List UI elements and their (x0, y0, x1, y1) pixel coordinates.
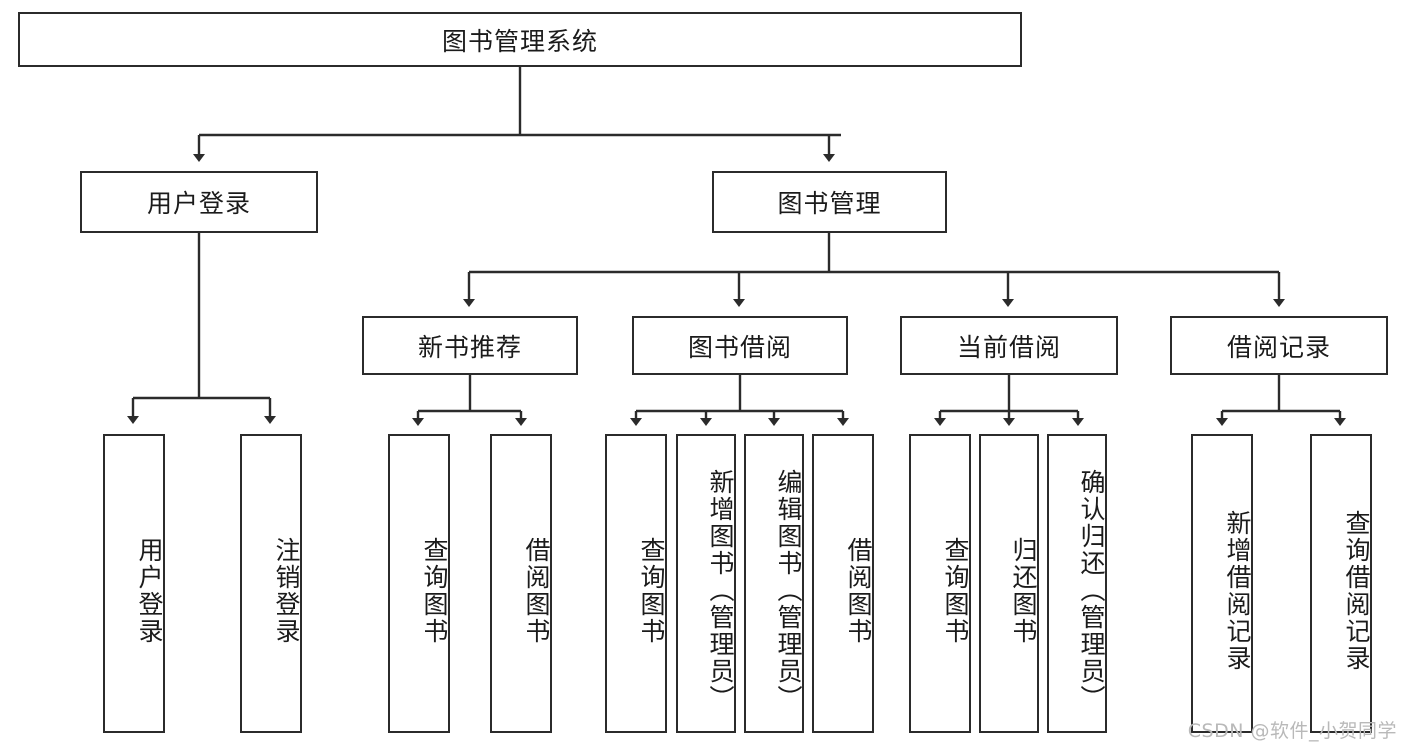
node-label: 查询图书 (941, 536, 970, 645)
node-label: 注销登录 (272, 536, 301, 645)
leaf-record-query[interactable]: 查询借阅记录 (1310, 434, 1372, 733)
node-book-management[interactable]: 图书管理 (712, 171, 947, 233)
node-label: 借阅记录 (1226, 332, 1331, 362)
leaf-current-confirm-return[interactable]: 确认归还（管理员） (1047, 434, 1107, 733)
node-label: 图书管理 (777, 189, 882, 218)
node-label: 新书推荐 (417, 332, 522, 362)
node-label: 确认归还（管理员） (1077, 469, 1106, 712)
node-new-book-recommend[interactable]: 新书推荐 (362, 316, 578, 375)
node-label: 图书借阅 (687, 332, 792, 362)
node-borrow-record[interactable]: 借阅记录 (1170, 316, 1388, 375)
node-label: 用户登录 (146, 189, 251, 218)
node-label: 新增借阅记录 (1223, 509, 1252, 672)
node-label: 编辑图书（管理员） (774, 469, 803, 712)
node-label: 当前借阅 (956, 332, 1061, 362)
node-root-system[interactable]: 图书管理系统 (18, 12, 1022, 67)
leaf-borrow-query-book[interactable]: 查询图书 (605, 434, 667, 733)
node-label: 用户登录 (135, 536, 164, 645)
leaf-borrow-add-book[interactable]: 新增图书（管理员） (676, 434, 736, 733)
leaf-new-book-query[interactable]: 查询图书 (388, 434, 450, 733)
leaf-user-login[interactable]: 用户登录 (103, 434, 165, 733)
leaf-current-return-book[interactable]: 归还图书 (979, 434, 1039, 733)
node-label: 新增图书（管理员） (706, 469, 735, 712)
node-current-borrow[interactable]: 当前借阅 (900, 316, 1118, 375)
leaf-record-add[interactable]: 新增借阅记录 (1191, 434, 1253, 733)
leaf-current-query-book[interactable]: 查询图书 (909, 434, 971, 733)
node-book-borrow[interactable]: 图书借阅 (632, 316, 848, 375)
leaf-user-logout[interactable]: 注销登录 (240, 434, 302, 733)
node-user-login[interactable]: 用户登录 (80, 171, 318, 233)
node-label: 查询借阅记录 (1342, 509, 1371, 672)
node-label: 借阅图书 (522, 536, 551, 645)
leaf-new-book-borrow[interactable]: 借阅图书 (490, 434, 552, 733)
node-label: 借阅图书 (844, 536, 873, 645)
leaf-borrow-edit-book[interactable]: 编辑图书（管理员） (744, 434, 804, 733)
node-label: 查询图书 (420, 536, 449, 645)
leaf-borrow-borrow-book[interactable]: 借阅图书 (812, 434, 874, 733)
node-label: 查询图书 (637, 536, 666, 645)
node-label: 图书管理系统 (441, 26, 598, 56)
node-label: 归还图书 (1009, 536, 1038, 645)
csdn-watermark: CSDN @软件_小贺同学 (1187, 720, 1397, 742)
